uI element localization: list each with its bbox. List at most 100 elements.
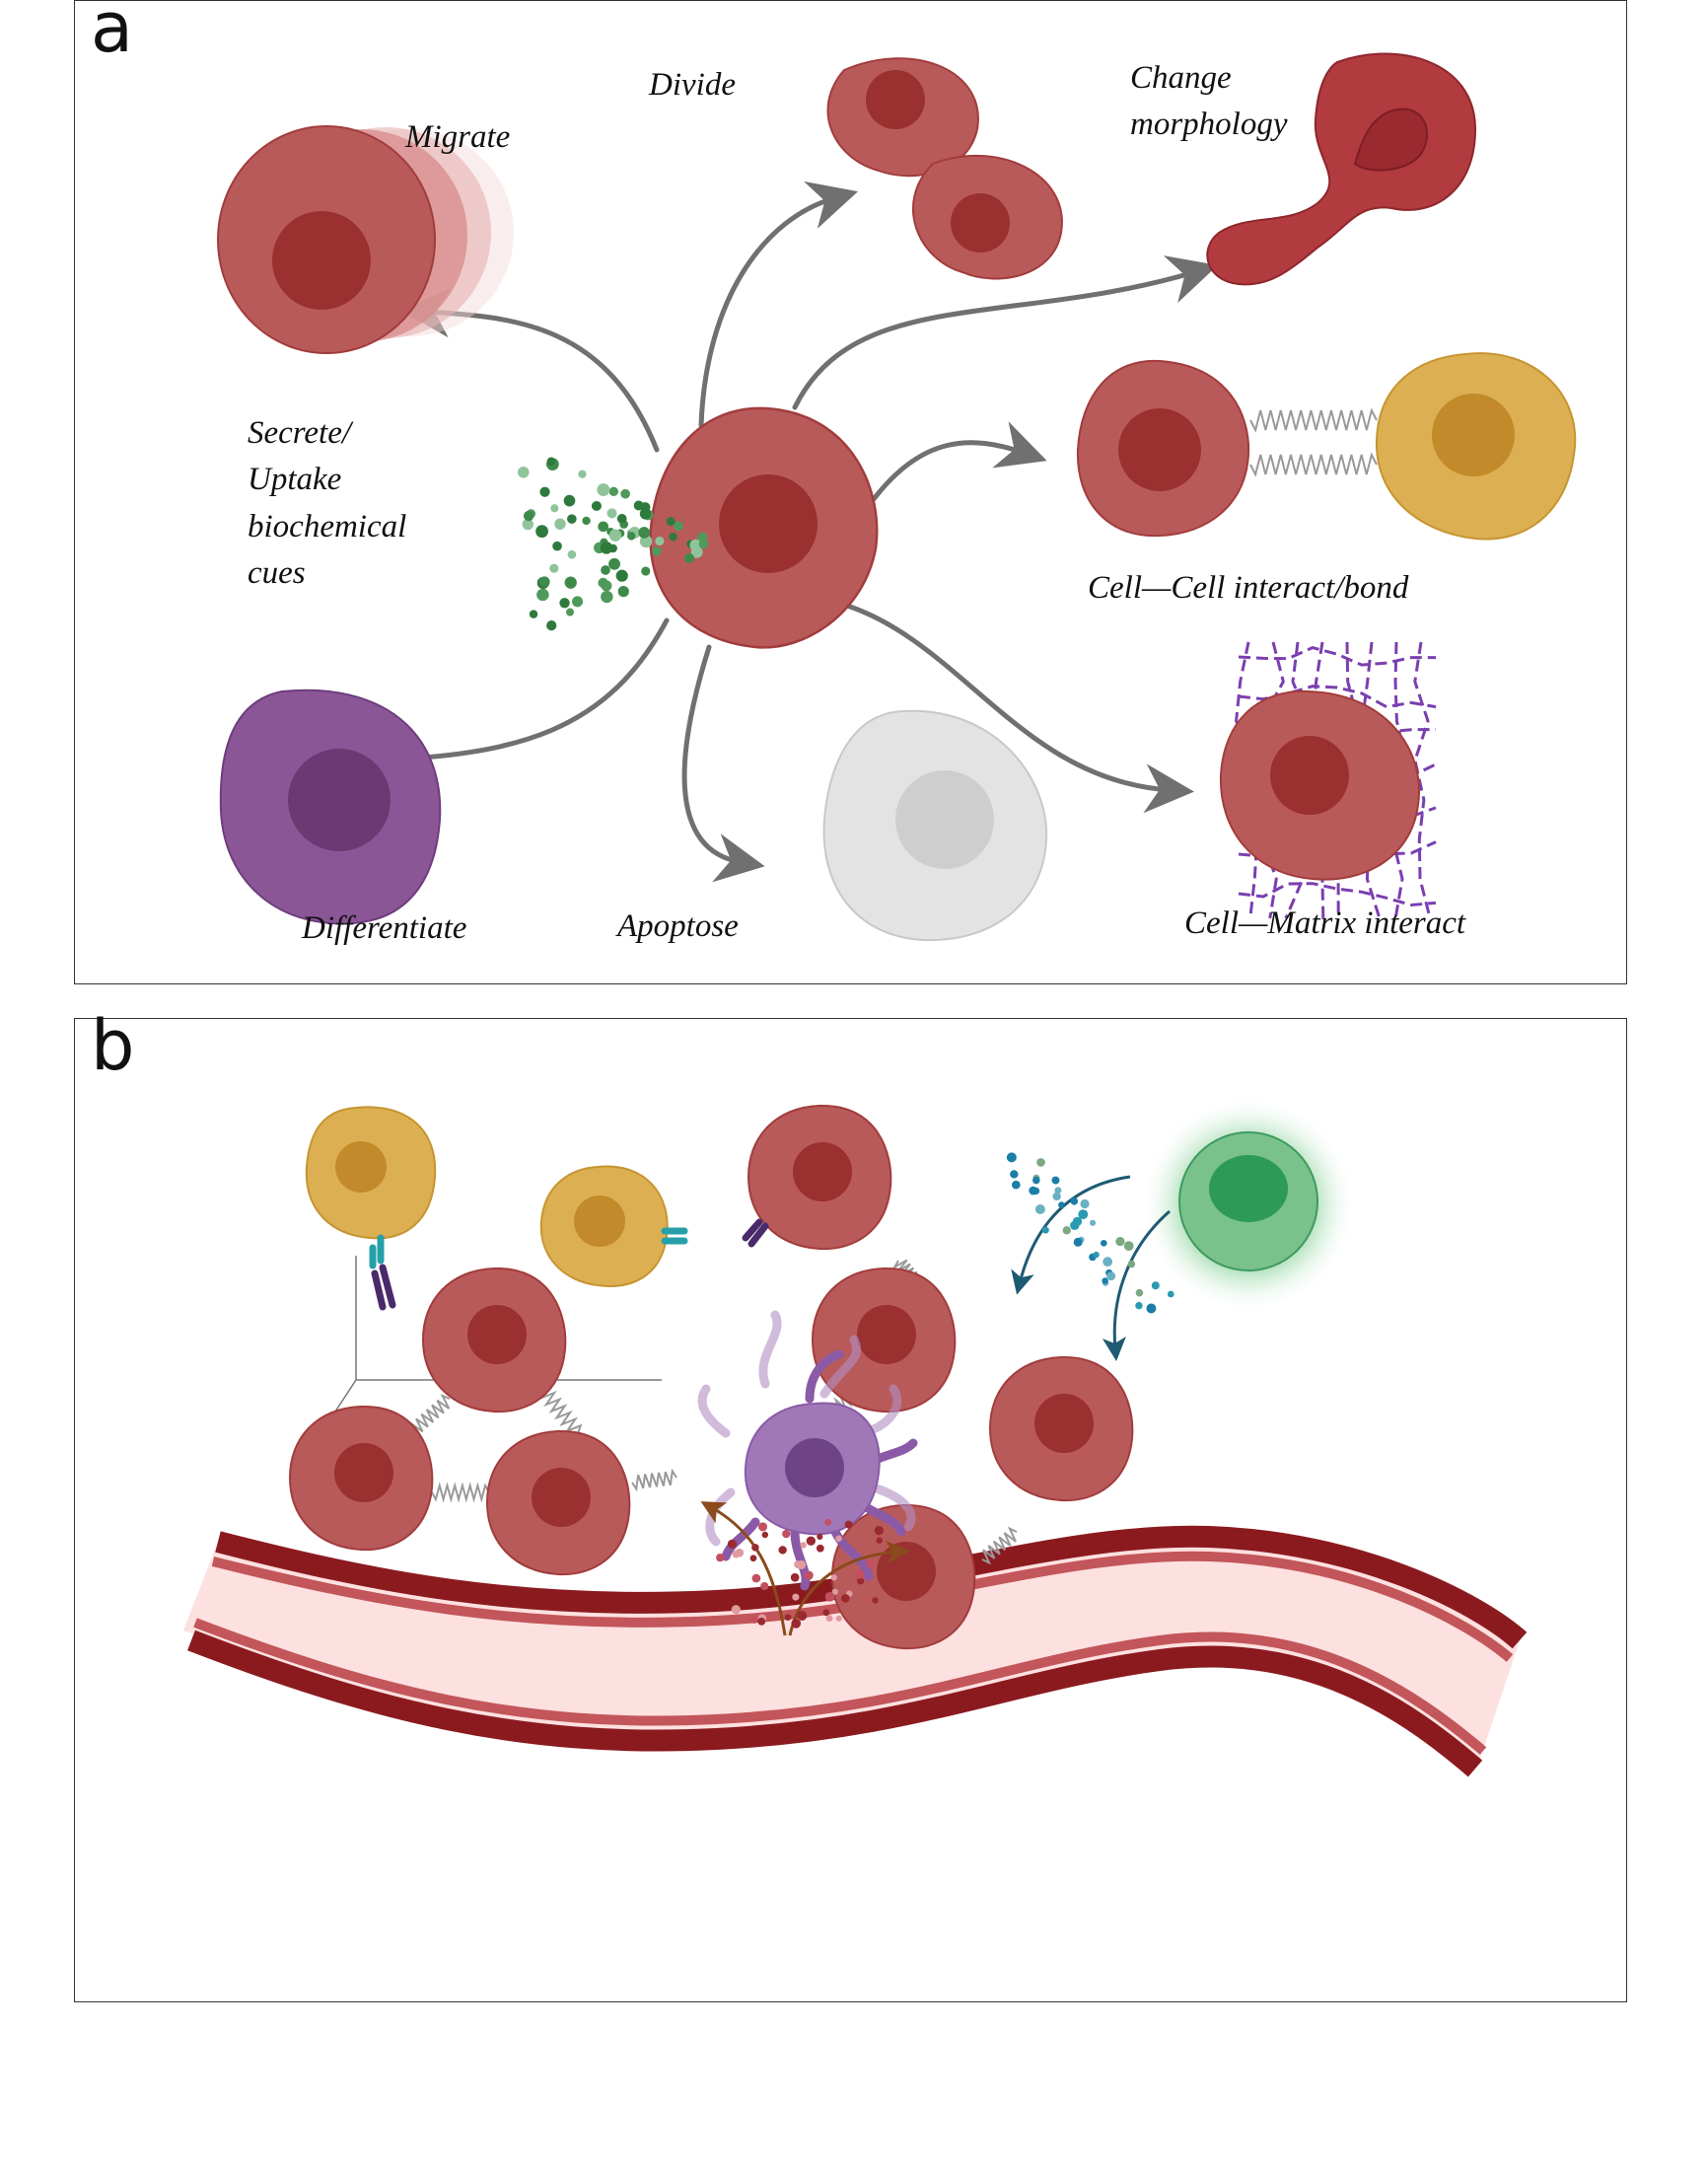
signal-dot [1078,1209,1089,1220]
vessel-secretion [700,1501,910,1636]
cue-dot [546,457,556,466]
dendritic-cell [697,1310,918,1591]
signal-dot [1127,1260,1136,1268]
cue-dot [538,576,550,588]
label-change-2: morphology [1130,107,1288,142]
signal-dot [1115,1237,1125,1247]
signal-dot [1034,1204,1045,1214]
signal-dot [1011,1180,1021,1190]
cue-dot [591,500,602,511]
arrow-cell-matrix [841,602,1194,814]
receptors [369,1218,769,1311]
secretion-dot [817,1533,823,1541]
cue-dot [546,620,557,631]
secretion-dot [800,1542,807,1549]
matrix-fiber [1238,882,1437,907]
arrow-morphology [792,255,1218,410]
cue-dot [554,518,566,530]
signal-dot [1080,1198,1090,1209]
secretion-dot [782,1529,791,1539]
signal-dot [1070,1220,1080,1230]
secretion-dot [825,1615,833,1622]
secretion-dot [790,1572,800,1582]
tissue-cell [485,1429,631,1576]
cue-dot [666,517,676,526]
secretion-dot [749,1555,757,1562]
tissue-cell [830,1503,976,1650]
label-secrete-4: cues [248,555,306,591]
secretion-dot [797,1611,808,1621]
cue-dot [563,494,576,507]
cue-dot [550,504,559,513]
bond-springs [1249,407,1378,477]
cue-dot [655,536,665,546]
label-differentiate: Differentiate [301,910,466,946]
signal-dot [1010,1170,1019,1179]
cue-dot [698,539,709,549]
label-migrate: Migrate [404,119,510,155]
tissue-cell [747,1104,892,1251]
cue-dot [522,518,534,531]
cue-dot [608,486,619,497]
spring [981,1526,1018,1565]
panel-a-diagram: Migrate Divide Change morphology Secrete… [217,52,1577,946]
panel-b-diagram [183,1096,1528,1777]
secretion-dot [791,1618,802,1629]
secretion-dot [751,1544,759,1552]
arrow-cell-cell [871,421,1047,502]
tissue-cells [288,1104,1134,1650]
secretion-dot [824,1518,832,1526]
cue-dot [674,521,683,532]
cue-dot [564,576,577,589]
secretion-dot [804,1570,814,1580]
cue-dot [601,590,613,604]
secretion-dot [844,1520,853,1529]
cue-dot [601,565,610,575]
central-cell-nucleus [719,474,818,573]
secretion-dot [835,1535,842,1543]
secretion-dot [760,1581,769,1591]
cue-dot [620,488,630,499]
secretion-dot [758,1522,768,1532]
signal-dot [1102,1277,1108,1284]
cue-dot [617,586,629,598]
cue-dot [582,516,591,526]
tissue-cell [811,1267,957,1413]
cue-dot [539,486,550,497]
migrating-cell-nucleus [272,211,371,310]
cue-dot [597,483,610,497]
secretion-dot [855,1569,865,1579]
secretion-dot [761,1531,769,1539]
spring [1249,407,1378,433]
label-divide: Divide [648,67,736,103]
secretion-dot [831,1588,838,1595]
cue-dot [641,566,651,576]
tissue-cell [421,1267,567,1413]
signaling-cell-green [1140,1096,1357,1313]
cue-dot [517,466,530,478]
cue-dot [565,608,575,616]
signal-dot [1070,1197,1079,1205]
cue-dot [627,532,636,541]
secretion-dot [876,1537,883,1544]
cue-dot [600,542,613,554]
cue-dot [616,513,627,524]
arrow-apoptose [681,644,765,883]
secretion-dot [727,1539,738,1549]
cue-dot [615,569,628,582]
cue-dot [669,533,677,542]
dividing-cells [826,57,1063,280]
signal-dot [1106,1271,1116,1281]
cue-dot [638,527,651,539]
secretion-dot [735,1548,745,1557]
signal-dot [1036,1158,1045,1167]
cue-dot [578,470,587,478]
secretion-dot [816,1544,824,1553]
cue-dot [639,535,653,548]
cue-dot [572,596,584,608]
migrating-cell [217,125,514,354]
secretion-dot [872,1597,879,1604]
secretion-dot [749,1616,758,1624]
cue-dot [552,541,562,551]
cue-dot [567,549,577,559]
